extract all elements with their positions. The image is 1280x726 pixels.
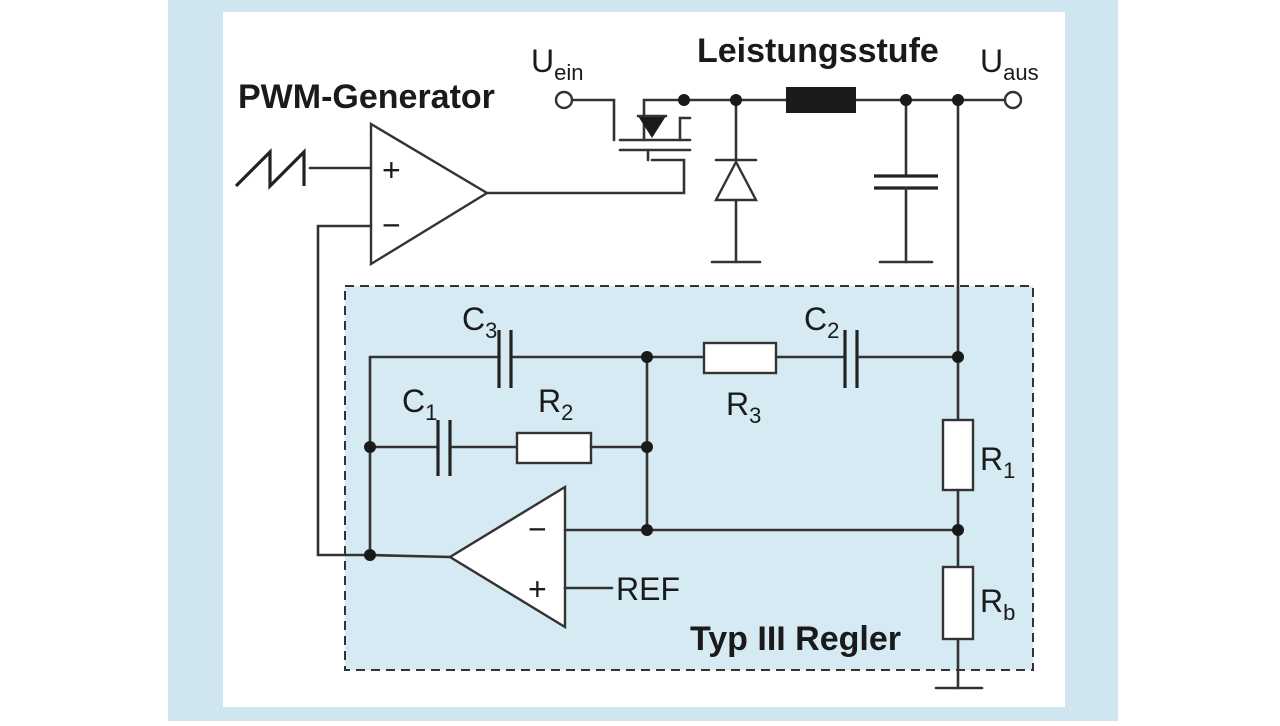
input-terminal: [554, 90, 574, 110]
junction-dots: [364, 94, 964, 561]
u-out-label: Uaus: [980, 43, 1039, 85]
c2-label: C2: [804, 301, 839, 343]
resistor-r2: [515, 431, 593, 465]
comparator-plus-label: +: [382, 152, 401, 188]
output-terminal: [1003, 90, 1023, 110]
c1-label: C1: [402, 383, 437, 425]
sawtooth-icon: [234, 148, 306, 190]
pwm-comparator: [369, 121, 490, 267]
resistor-r3: [702, 341, 778, 375]
gate-drive-wire: [485, 158, 686, 195]
resistor-rb: [941, 565, 975, 641]
r1-label: R1: [980, 441, 1015, 483]
freewheel-diode: [710, 98, 762, 264]
power-stage-label: Leistungsstufe: [697, 32, 939, 70]
pwm-generator-label: PWM-Generator: [238, 78, 495, 116]
u-in-label: Uein: [531, 43, 583, 85]
controller-type-label: Typ III Regler: [690, 620, 901, 658]
rb-label: Rb: [980, 583, 1015, 625]
c3-label: C3: [462, 301, 497, 343]
input-wire: [570, 98, 616, 142]
resistor-r1: [941, 418, 975, 492]
r2-label: R2: [538, 383, 573, 425]
mosfet-switch: [618, 98, 692, 162]
error-amplifier: [447, 484, 567, 630]
controller-plus-label: +: [528, 571, 547, 607]
ref-label: REF: [616, 571, 680, 607]
controller-minus-label: −: [528, 511, 547, 547]
inductor: [786, 87, 856, 113]
controller-box: [344, 285, 1034, 671]
output-capacitor: [874, 98, 938, 264]
comparator-minus-label: −: [382, 207, 401, 243]
r3-label: R3: [726, 386, 761, 428]
